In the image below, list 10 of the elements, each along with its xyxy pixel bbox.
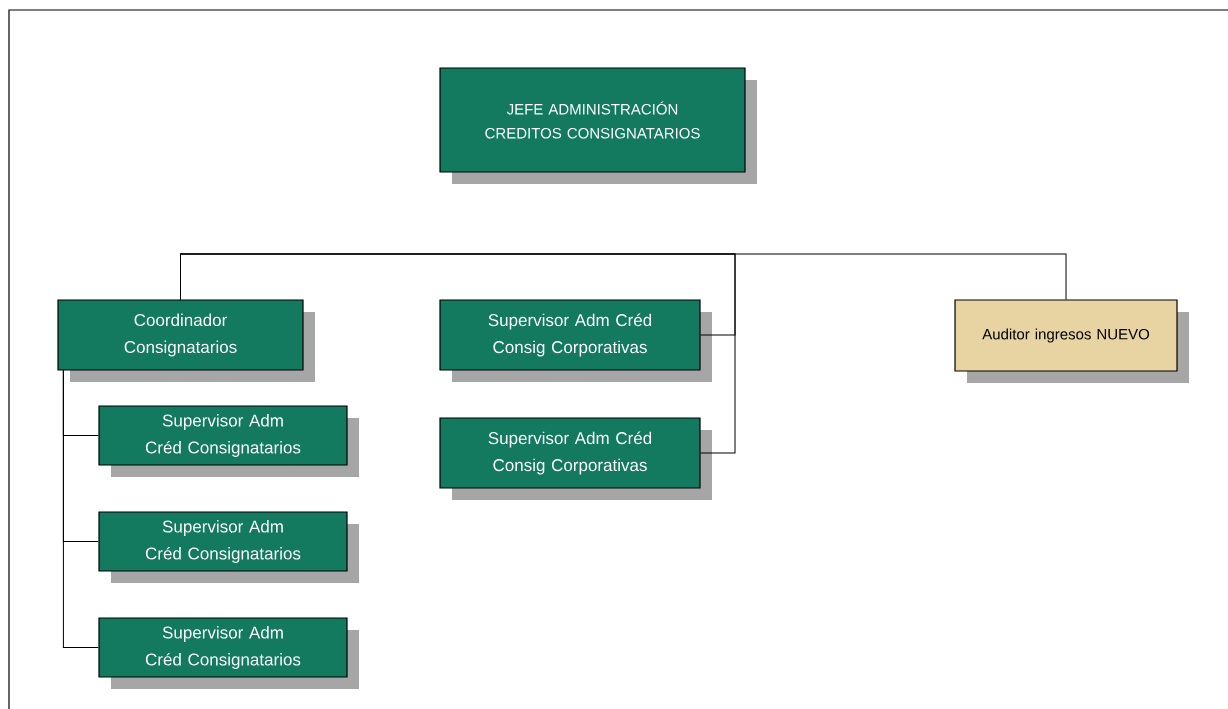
position-box: Supervisor Adm Créd Consignatarios [98, 617, 359, 689]
connector-line [180, 253, 1067, 300]
position-box: Supervisor Adm Créd Consignatarios [98, 405, 359, 477]
connector-line [62, 370, 99, 648]
position-box: JEFE ADMINISTRACIÓN CREDITOS CONSIGNATARIOS [439, 67, 757, 184]
position-box: Supervisor Adm Créd Consig Corporativas [439, 417, 712, 500]
position-box: Supervisor Adm Créd Consignatarios [98, 511, 359, 583]
position-box: Supervisor Adm Créd Consig Corporativas [439, 299, 712, 382]
position-box: Auditor ingresos NUEVO [954, 299, 1189, 383]
position-box: Coordinador Consignatarios [57, 299, 315, 382]
